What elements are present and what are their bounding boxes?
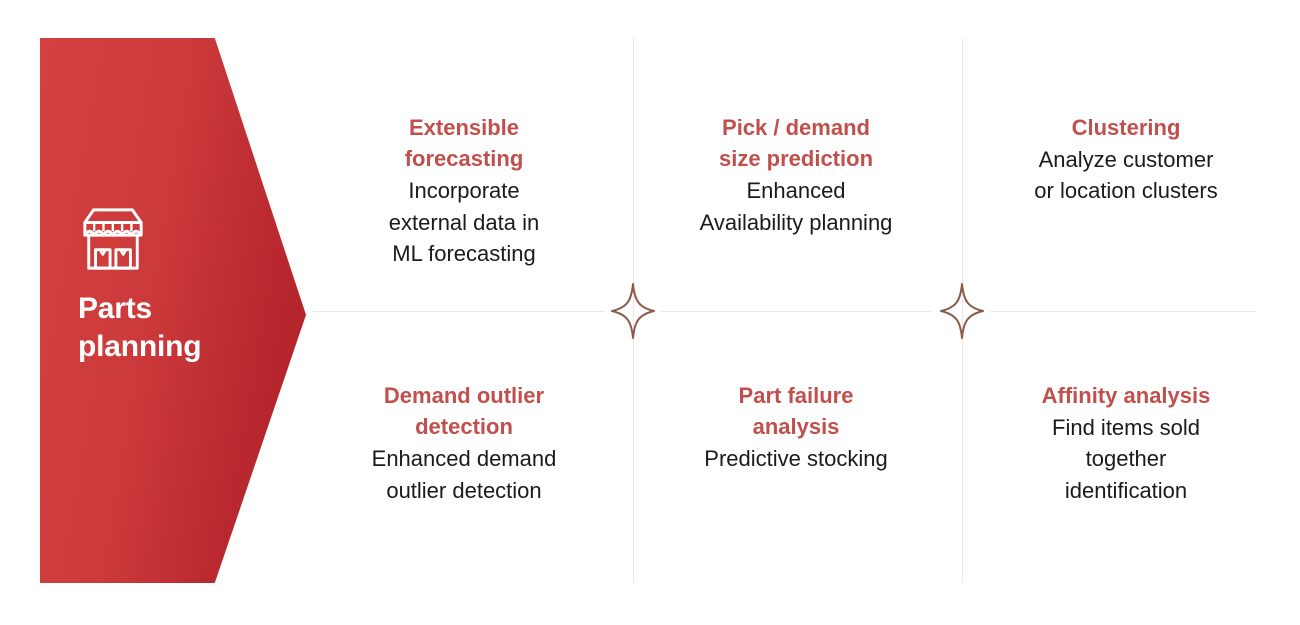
horizontal-divider-segment-1 [313, 311, 605, 312]
cell-heading: Clustering [1071, 115, 1181, 140]
cell-heading: Demand outlier detection [383, 383, 545, 440]
parts-planning-arrow-block: Parts planning [40, 38, 306, 583]
arrow-content: Parts planning [78, 206, 268, 367]
cell-body: Find items sold together identification [1052, 415, 1200, 503]
cell-clustering[interactable]: Clustering Analyze customer or location … [990, 112, 1262, 207]
vertical-divider-1 [633, 38, 634, 583]
cell-affinity-analysis[interactable]: Affinity analysis Find items sold togeth… [990, 380, 1262, 506]
cell-heading: Extensible forecasting [404, 115, 524, 172]
cell-heading: Part failure analysis [738, 383, 854, 440]
cell-pick-demand-size-prediction[interactable]: Pick / demand size prediction Enhanced A… [662, 112, 930, 238]
sparkle-icon-right [940, 283, 984, 339]
horizontal-divider-segment-2 [660, 311, 932, 312]
cell-body: Predictive stocking [704, 446, 888, 472]
cell-demand-outlier-detection[interactable]: Demand outlier detection Enhanced demand… [330, 380, 598, 506]
cell-body: Analyze customer or location clusters [1034, 147, 1218, 204]
cell-part-failure-analysis[interactable]: Part failure analysis Predictive stockin… [662, 380, 930, 475]
cell-heading: Pick / demand size prediction [718, 115, 874, 172]
sparkle-icon-left [611, 283, 655, 339]
cell-body: Enhanced demand outlier detection [371, 446, 557, 503]
cell-body: Enhanced Availability planning [699, 178, 893, 235]
storefront-icon [83, 208, 143, 270]
page-title: Parts planning [78, 292, 202, 364]
vertical-divider-2 [962, 38, 963, 583]
cell-body: Incorporate external data in ML forecast… [388, 178, 540, 266]
cell-heading: Affinity analysis [1041, 383, 1211, 408]
horizontal-divider-segment-3 [990, 311, 1256, 312]
cell-extensible-forecasting[interactable]: Extensible forecasting Incorporate exter… [330, 112, 598, 269]
